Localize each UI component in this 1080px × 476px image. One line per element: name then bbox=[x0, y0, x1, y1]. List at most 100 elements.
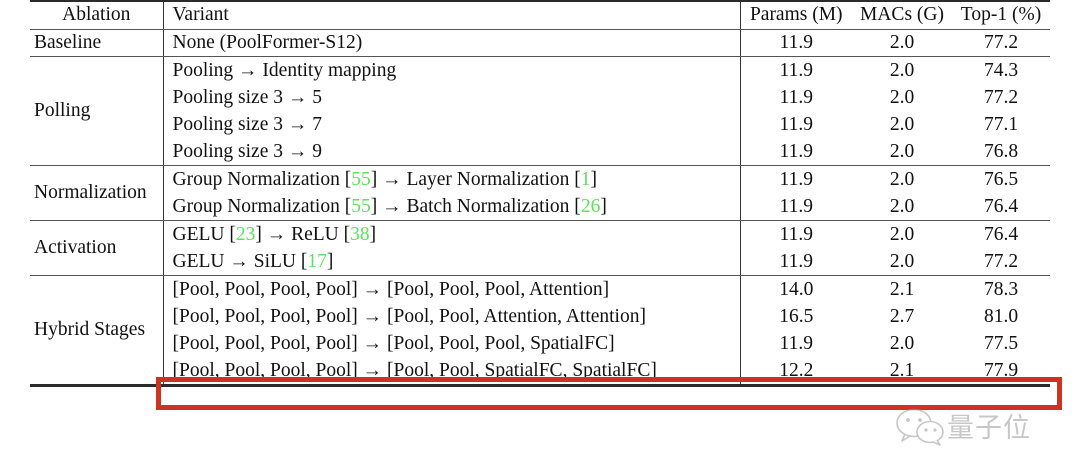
variant-line: Pooling size 3 → 5 bbox=[172, 87, 323, 108]
citation-ref: 1 bbox=[580, 169, 591, 190]
variant-text: GELU → SiLU [ bbox=[172, 251, 308, 272]
variant-line-highlighted: [Pool, Pool, Pool, Pool] → [Pool, Pool, … bbox=[172, 306, 646, 327]
header-macs: MACs (G) bbox=[852, 0, 952, 30]
citation-ref: 17 bbox=[307, 251, 327, 272]
variant-text: ] → Batch Normalization [ bbox=[370, 196, 581, 217]
top1-cell-group: 78.3 81.0 77.5 77.9 bbox=[952, 275, 1050, 387]
top1-cell: 77.2 bbox=[952, 29, 1050, 57]
macs-cell-group: 2.1 2.7 2.0 2.1 bbox=[852, 275, 952, 387]
table-row: Normalization Group Normalization [55] →… bbox=[30, 165, 1050, 221]
group-label-activation: Activation bbox=[30, 220, 163, 276]
variant-text: ] bbox=[590, 169, 598, 190]
macs-value: 2.0 bbox=[889, 169, 915, 190]
params-value: 11.9 bbox=[779, 169, 813, 190]
params-cell-group: 14.0 16.5 11.9 12.2 bbox=[739, 275, 852, 387]
variant-text: ] bbox=[600, 196, 607, 217]
header-top1: Top-1 (%) bbox=[952, 0, 1050, 30]
params-value: 11.9 bbox=[779, 141, 813, 162]
watermark: 量子位 bbox=[895, 404, 1065, 450]
variant-cell-group: Group Normalization [55] → Layer Normali… bbox=[162, 165, 740, 221]
macs-value: 2.7 bbox=[889, 306, 915, 327]
macs-value: 2.0 bbox=[889, 141, 915, 162]
macs-cell: 2.0 bbox=[852, 29, 952, 57]
variant-text: Group Normalization [ bbox=[172, 169, 352, 190]
variant-line: GELU [23] → ReLU [38] bbox=[173, 221, 740, 248]
group-label-normalization: Normalization bbox=[30, 165, 163, 221]
top1-value: 77.2 bbox=[983, 251, 1019, 272]
variant-text: GELU [ bbox=[172, 224, 236, 245]
variant-text: ] bbox=[369, 224, 377, 245]
macs-value: 2.0 bbox=[889, 251, 915, 272]
params-value: 11.9 bbox=[779, 224, 813, 245]
ablation-results-table: Ablation Variant Params (M) MACs (G) Top… bbox=[30, 0, 1050, 387]
top1-value: 76.4 bbox=[983, 196, 1019, 217]
macs-cell-group: 2.0 2.0 2.0 2.0 bbox=[852, 56, 952, 166]
variant-text: ] bbox=[326, 251, 334, 272]
macs-cell-group: 2.0 2.0 bbox=[852, 165, 952, 221]
variant-line: [Pool, Pool, Pool, Pool] → [Pool, Pool, … bbox=[172, 360, 657, 381]
variant-line: Group Normalization [55] → Layer Normali… bbox=[173, 166, 740, 193]
params-value: 11.9 bbox=[779, 333, 813, 354]
macs-value: 2.0 bbox=[889, 224, 915, 245]
variant-text: ] → ReLU [ bbox=[255, 224, 351, 245]
header-variant: Variant bbox=[162, 0, 740, 30]
header-params: Params (M) bbox=[739, 0, 852, 30]
variant-line: [Pool, Pool, Pool, Pool] → [Pool, Pool, … bbox=[172, 279, 610, 300]
citation-ref: 55 bbox=[351, 196, 371, 217]
variant-text: ] → Layer Normalization [ bbox=[370, 169, 581, 190]
table-row: Polling Pooling → Identity mapping Pooli… bbox=[30, 56, 1050, 166]
top1-value: 77.5 bbox=[983, 333, 1019, 354]
header-ablation: Ablation bbox=[30, 0, 163, 30]
variant-line: Pooling size 3 → 7 bbox=[172, 114, 323, 135]
params-value: 11.9 bbox=[779, 60, 813, 81]
top1-value: 77.2 bbox=[983, 87, 1019, 108]
variant-line: Pooling → Identity mapping bbox=[172, 60, 397, 81]
top1-cell-group: 76.5 76.4 bbox=[952, 165, 1050, 221]
params-cell-group: 11.9 11.9 11.9 11.9 bbox=[739, 56, 852, 166]
params-value: 11.9 bbox=[779, 87, 813, 108]
macs-value: 2.1 bbox=[889, 279, 915, 300]
watermark-text: 量子位 bbox=[947, 413, 1031, 444]
top1-value: 77.9 bbox=[983, 360, 1019, 381]
variant-text: Group Normalization [ bbox=[172, 196, 352, 217]
top1-value: 77.1 bbox=[983, 114, 1019, 135]
top1-cell-group: 76.4 77.2 bbox=[952, 220, 1050, 276]
macs-value: 2.0 bbox=[889, 333, 915, 354]
params-value: 11.9 bbox=[779, 114, 813, 135]
variant-cell-group: [Pool, Pool, Pool, Pool] → [Pool, Pool, … bbox=[162, 275, 740, 387]
macs-value: 2.0 bbox=[889, 87, 915, 108]
group-label-hybrid-stages: Hybrid Stages bbox=[30, 275, 163, 387]
params-value: 14.0 bbox=[779, 279, 814, 300]
variant-cell-group: Pooling → Identity mapping Pooling size … bbox=[162, 56, 740, 166]
variant-cell-group: GELU [23] → ReLU [38] GELU → SiLU [17] bbox=[162, 220, 740, 276]
macs-value: 2.0 bbox=[889, 196, 915, 217]
params-value: 11.9 bbox=[779, 196, 813, 217]
variant-line: Pooling size 3 → 9 bbox=[172, 141, 323, 162]
top1-value: 76.8 bbox=[983, 141, 1019, 162]
params-value: 16.5 bbox=[779, 306, 814, 327]
variant-line: GELU → SiLU [17] bbox=[173, 248, 740, 275]
citation-ref: 23 bbox=[235, 224, 256, 245]
params-cell: 11.9 bbox=[739, 29, 852, 57]
table-header-row: Ablation Variant Params (M) MACs (G) Top… bbox=[30, 0, 1050, 30]
macs-value: 2.0 bbox=[889, 60, 915, 81]
citation-ref: 55 bbox=[351, 169, 371, 190]
table-row: Activation GELU [23] → ReLU [38] GELU → … bbox=[30, 220, 1050, 276]
params-cell-group: 11.9 11.9 bbox=[739, 165, 852, 221]
group-label-baseline: Baseline bbox=[30, 29, 163, 57]
citation-ref: 38 bbox=[350, 224, 370, 245]
macs-cell-group: 2.0 2.0 bbox=[852, 220, 952, 276]
table-row: Hybrid Stages [Pool, Pool, Pool, Pool] →… bbox=[30, 275, 1050, 387]
citation-ref: 26 bbox=[580, 196, 601, 217]
params-value: 11.9 bbox=[779, 251, 813, 272]
variant-line: [Pool, Pool, Pool, Pool] → [Pool, Pool, … bbox=[172, 333, 615, 354]
macs-value: 2.1 bbox=[889, 360, 915, 381]
variant-cell: None (PoolFormer-S12) bbox=[162, 29, 740, 57]
top1-value: 76.5 bbox=[983, 169, 1019, 190]
wechat-logo-icon bbox=[896, 408, 944, 446]
params-cell-group: 11.9 11.9 bbox=[739, 220, 852, 276]
top1-value: 74.3 bbox=[983, 60, 1019, 81]
top1-cell-group: 74.3 77.2 77.1 76.8 bbox=[952, 56, 1050, 166]
group-label-polling: Polling bbox=[30, 56, 163, 166]
